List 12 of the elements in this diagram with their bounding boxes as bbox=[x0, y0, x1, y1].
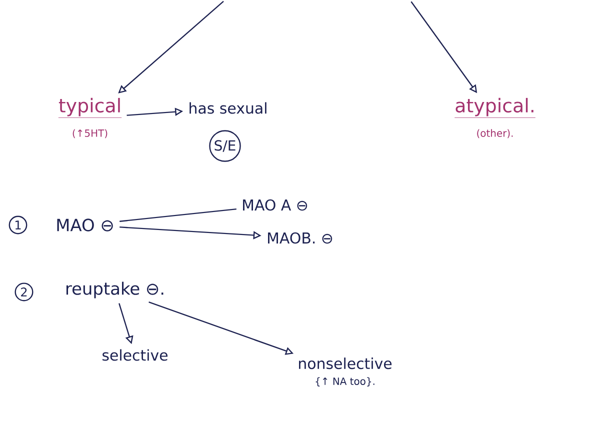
handwritten-note: selective bbox=[102, 349, 168, 361]
handwritten-note: has sexual bbox=[190, 102, 266, 114]
circled-label: S/E bbox=[209, 130, 241, 162]
circled-label: 1 bbox=[8, 216, 28, 234]
heading-text: typical (↑5HT) bbox=[58, 98, 122, 138]
handwritten-note: MAOB. ⊖ bbox=[268, 232, 332, 244]
handwritten-note: nonselective {↑ NA too}. bbox=[299, 358, 392, 386]
handwritten-note: MAO A ⊖ bbox=[243, 199, 308, 211]
circled-label: 2 bbox=[14, 282, 34, 302]
handwritten-note: MAO ⊖ bbox=[57, 218, 113, 232]
heading-text: atypical. (other). bbox=[454, 98, 536, 138]
handwritten-note: reuptake ⊖. bbox=[66, 282, 164, 298]
